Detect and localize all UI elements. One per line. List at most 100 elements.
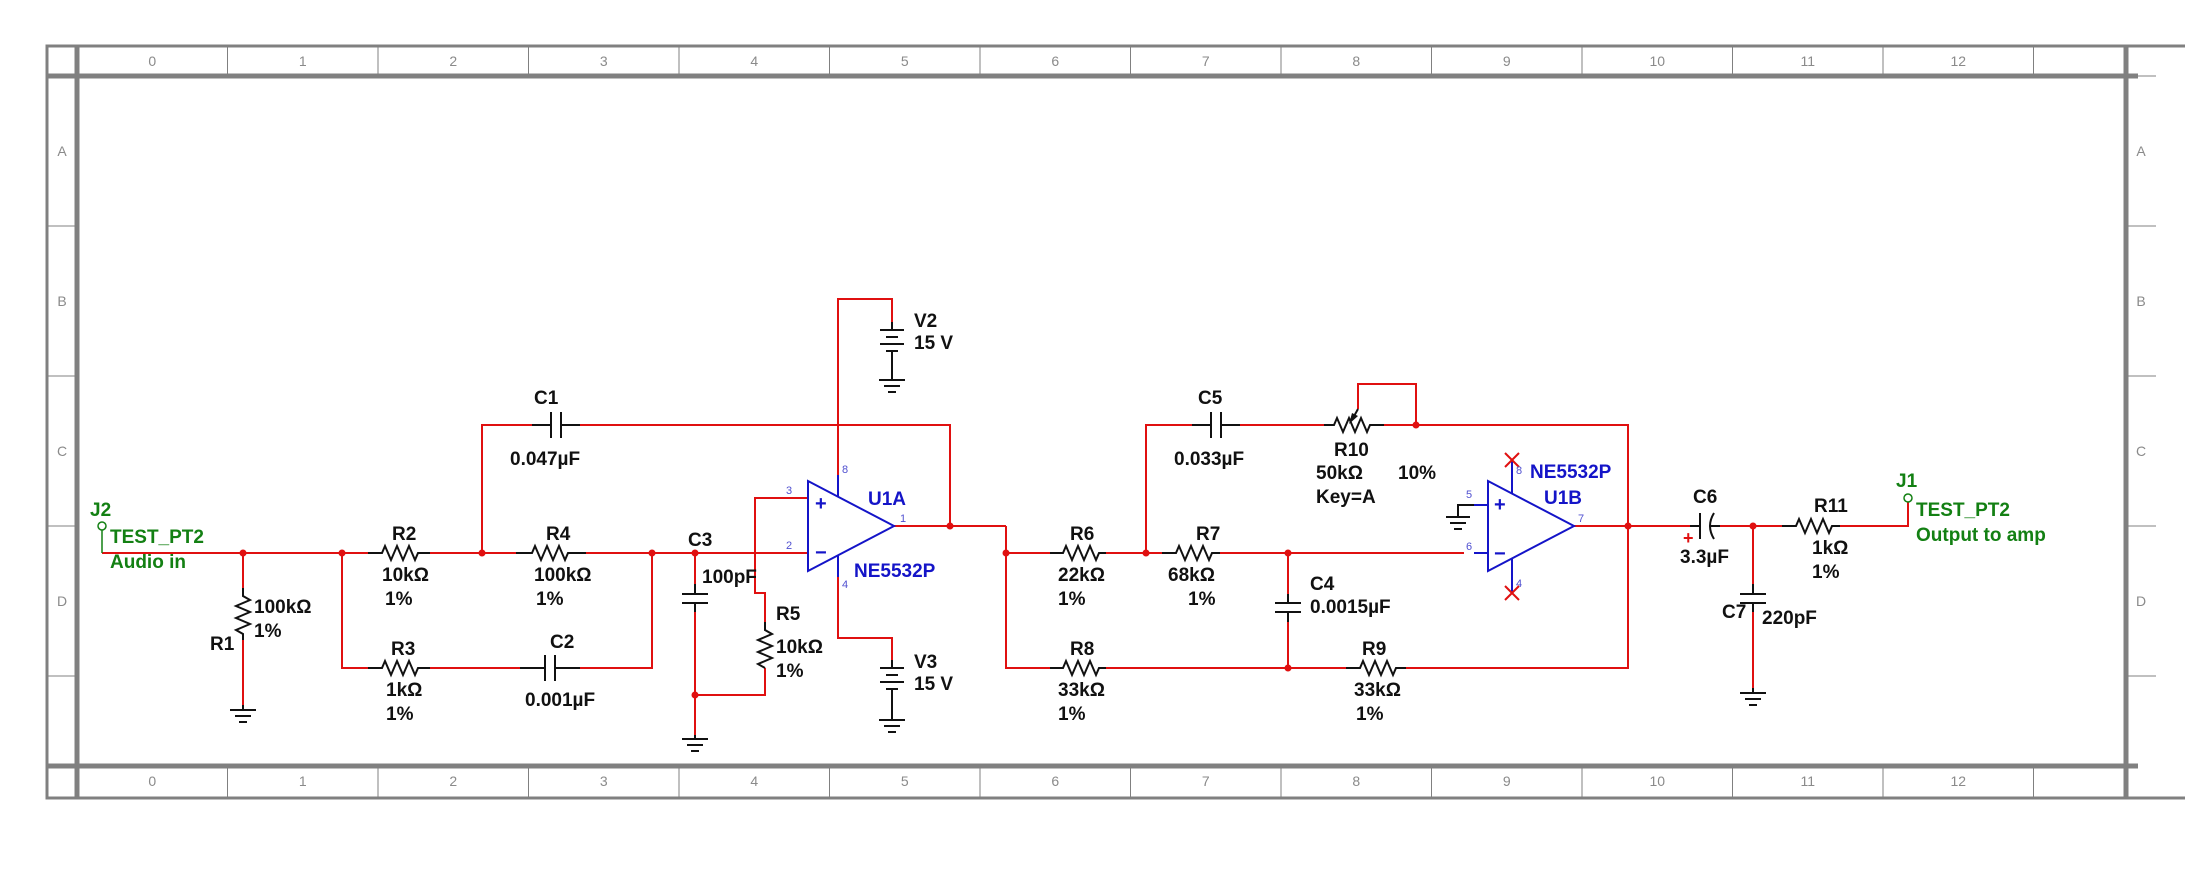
pin-label: 4	[842, 579, 848, 591]
c1-value: 0.047µF	[510, 449, 580, 470]
r4-ref: R4	[546, 524, 571, 545]
frame-col-label: 3	[600, 773, 608, 789]
svg-text:+: +	[1683, 528, 1694, 548]
battery-v2[interactable]	[880, 322, 904, 375]
c3-value: 100pF	[702, 567, 757, 588]
c2-value: 0.001µF	[525, 690, 595, 711]
frame-col-label: 7	[1202, 53, 1210, 69]
frame-row-label: A	[2136, 143, 2146, 159]
capacitor-c5[interactable]	[1192, 412, 1240, 438]
frame-col-label: 9	[1503, 53, 1511, 69]
resistor-r6[interactable]	[1050, 543, 1106, 563]
r2-tol: 1%	[385, 589, 413, 610]
frame-row-label: C	[57, 443, 67, 459]
frame-col-label: 4	[750, 773, 758, 789]
u1b-part: NE5532P	[1530, 462, 1612, 483]
capacitor-c6[interactable]: +	[1683, 512, 1720, 548]
pin-label: 5	[1466, 489, 1472, 501]
c7-value: 220pF	[1762, 608, 1817, 629]
r7-value: 68kΩ	[1168, 565, 1215, 586]
pin-label: 3	[786, 485, 792, 497]
resistor-r3[interactable]	[368, 658, 430, 678]
connector-j1[interactable]	[1903, 493, 1913, 503]
r8-value: 33kΩ	[1058, 680, 1105, 701]
resistor-r11[interactable]	[1782, 516, 1840, 536]
resistor-r5[interactable]	[755, 622, 775, 669]
j1-name: TEST_PT2	[1916, 500, 2010, 521]
r5-ref: R5	[776, 604, 801, 625]
c5-value: 0.033µF	[1174, 449, 1244, 470]
u1a-ref: U1A	[868, 489, 906, 510]
ground-icon	[879, 715, 905, 733]
c3-ref: C3	[688, 530, 712, 551]
frame-col-label: 7	[1202, 773, 1210, 789]
capacitor-c7[interactable]	[1740, 584, 1766, 612]
svg-text:+: +	[1494, 494, 1506, 516]
connector-j2[interactable]	[97, 521, 107, 553]
r9-ref: R9	[1362, 639, 1386, 660]
c6-ref: C6	[1693, 487, 1717, 508]
component-labels: J2 TEST_PT2 Audio in J1 TEST_PT2 Output …	[90, 311, 2046, 725]
r8-tol: 1%	[1058, 704, 1086, 725]
r6-tol: 1%	[1058, 589, 1086, 610]
r7-ref: R7	[1196, 524, 1220, 545]
ground-icon	[1740, 688, 1766, 706]
svg-text:−: −	[815, 542, 827, 564]
r11-value: 1kΩ	[1812, 538, 1848, 559]
ground-icon	[879, 375, 905, 393]
battery-v3[interactable]	[880, 660, 904, 715]
r7-tol: 1%	[1188, 589, 1216, 610]
j1-ref: J1	[1896, 471, 1918, 492]
r10-ref: R10	[1334, 440, 1369, 461]
u1b-ref: U1B	[1544, 488, 1582, 509]
frame-col-label: 5	[901, 773, 909, 789]
svg-text:−: −	[1494, 543, 1506, 565]
frame-row-label: B	[57, 293, 66, 309]
opamp-u1b[interactable]: + − 8 4 5 6 7	[1466, 452, 1584, 601]
j2-ref: J2	[90, 500, 111, 521]
pin-label: 7	[1578, 513, 1584, 525]
resistor-r2[interactable]	[368, 543, 430, 563]
frame-row-label: D	[57, 593, 67, 609]
r3-ref: R3	[391, 639, 415, 660]
resistor-r4[interactable]	[516, 543, 586, 563]
potentiometer-r10[interactable]	[1324, 408, 1384, 435]
svg-text:+: +	[815, 493, 827, 515]
capacitor-c4[interactable]	[1275, 594, 1301, 622]
frame-col-label: 0	[148, 773, 156, 789]
resistor-r1[interactable]	[233, 588, 253, 640]
r10-key: Key=A	[1316, 487, 1376, 508]
resistor-r7[interactable]	[1162, 543, 1220, 563]
c7-ref: C7	[1722, 602, 1746, 623]
frame-col-label: 8	[1352, 53, 1360, 69]
frame-col-label: 4	[750, 53, 758, 69]
frame-col-label: 10	[1649, 773, 1665, 789]
r9-value: 33kΩ	[1354, 680, 1401, 701]
c2-ref: C2	[550, 632, 574, 653]
r6-ref: R6	[1070, 524, 1094, 545]
frame-col-label: 1	[299, 773, 307, 789]
capacitor-c1[interactable]	[532, 412, 580, 438]
j2-name: TEST_PT2	[110, 527, 204, 548]
r1-value: 100kΩ	[254, 597, 312, 618]
capacitor-c3[interactable]	[682, 584, 708, 612]
v2-ref: V2	[914, 311, 937, 332]
resistor-r9[interactable]	[1346, 658, 1406, 678]
frame-col-label: 6	[1051, 773, 1059, 789]
frame-row-label: B	[2136, 293, 2145, 309]
junction-dots	[239, 421, 1757, 699]
capacitor-c2[interactable]	[520, 655, 580, 681]
frame-col-label: 12	[1950, 53, 1966, 69]
frame-col-label: 2	[449, 773, 457, 789]
pin-label: 4	[1516, 578, 1522, 590]
c1-ref: C1	[534, 388, 559, 409]
resistor-r8[interactable]	[1050, 658, 1106, 678]
pin-label: 6	[1466, 541, 1472, 553]
opamp-u1a[interactable]: + − 8 4 3 2 1	[786, 464, 906, 591]
r4-tol: 1%	[536, 589, 564, 610]
j1-note: Output to amp	[1916, 525, 2046, 546]
pin-label: 8	[1516, 465, 1522, 477]
c4-value: 0.0015µF	[1310, 597, 1391, 618]
frame-col-label: 9	[1503, 773, 1511, 789]
